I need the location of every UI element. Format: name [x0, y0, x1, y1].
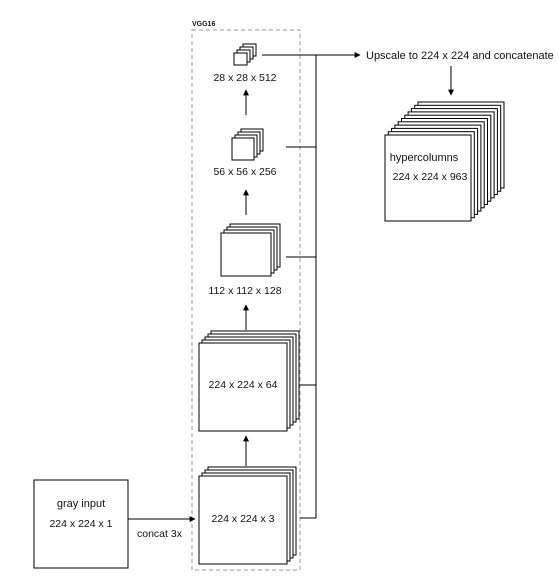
vgg16-group-box: [191, 29, 301, 571]
layer4-stack: [231, 128, 264, 161]
vgg16-label: VGG16: [192, 21, 215, 28]
hypercolumns-sheet: [384, 134, 472, 222]
gray-input-box: [33, 479, 129, 569]
gray-input-title: gray input: [57, 498, 105, 510]
layer3-stack-sheet: [220, 232, 272, 277]
layer1-dims: 224 x 224 x 3: [211, 513, 274, 525]
layer3-stack: [220, 223, 281, 277]
concat-label: concat 3x: [137, 528, 183, 540]
layer-stacks: [198, 43, 300, 565]
hypercolumns-title: hypercolumns: [390, 152, 459, 164]
layer5-stack-sheet: [233, 52, 248, 66]
layer5-stack: [233, 43, 257, 66]
layer1-stack-sheet: [198, 475, 288, 565]
layer2-stack-sheet: [198, 342, 288, 432]
layer3-dims: 112 x 112 x 128: [208, 285, 281, 297]
layer5-dims: 28 x 28 x 512: [213, 72, 276, 84]
layer1-stack: [198, 466, 297, 565]
layer2-stack: [198, 330, 300, 432]
hypercolumns-stack: [384, 101, 505, 222]
hypercolumns-dims: 224 x 224 x 963: [393, 171, 468, 183]
layer4-dims: 56 x 56 x 256: [213, 166, 276, 178]
gray-input-dims: 224 x 224 x 1: [49, 518, 112, 530]
layer2-dims: 224 x 224 x 64: [209, 379, 278, 391]
gray-input-block: gray input 224 x 224 x 1: [33, 479, 129, 569]
upscale-label: Upscale to 224 x 224 and concatenate: [366, 50, 554, 62]
feature-bus: [262, 52, 361, 519]
layer4-stack-sheet: [231, 137, 255, 161]
